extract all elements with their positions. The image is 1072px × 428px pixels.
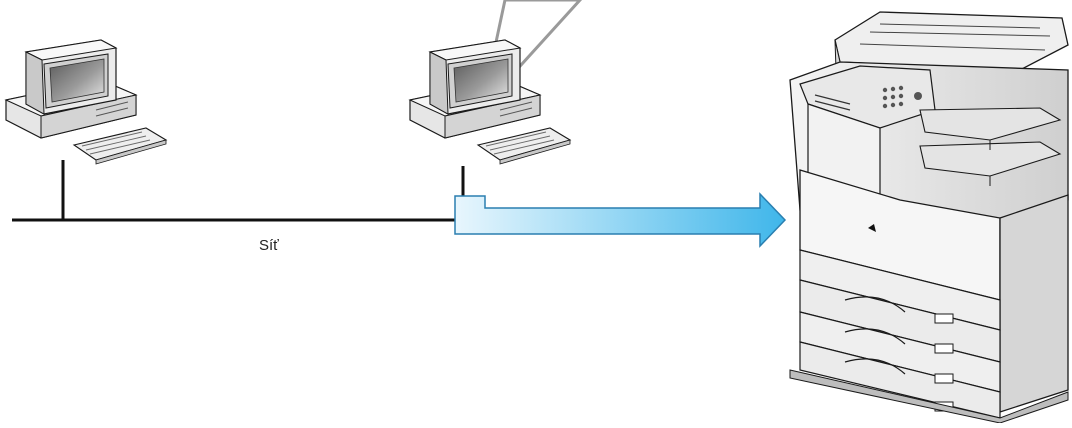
network-label: Síť — [259, 237, 279, 254]
multifunction-printer-icon — [790, 0, 1068, 423]
desktop-computer-icon — [410, 40, 570, 164]
desktop-computer-icon — [6, 40, 166, 164]
print-data-arrow — [455, 194, 785, 246]
